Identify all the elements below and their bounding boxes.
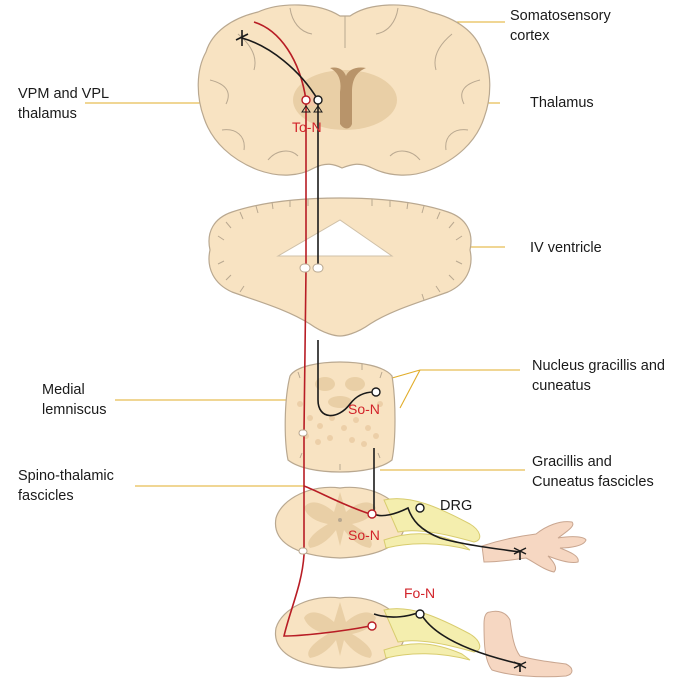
nucleus-gracillis-line1: Nucleus gracillis and [532,358,665,374]
so-n-medulla-label: So-N [348,401,380,417]
brain-coronal-section [197,4,491,176]
vpm-vpl-thalamus-label: VPM and VPL thalamus [18,84,109,124]
spino-thalamic-line1: Spino-thalamic [18,468,114,484]
gracillis-cuneatus-fascicles-label: Gracillis and Cuneatus fascicles [532,452,654,492]
nucleus-gracillis-label: Nucleus gracillis and cuneatus [532,356,665,396]
somatosensory-cortex-line1: Somatosensory [510,8,611,24]
medial-lemniscus-line1: Medial [42,382,85,398]
vpm-vpl-line1: VPM and VPL [18,86,110,102]
hand-illustration [481,521,587,573]
lumbar-spinal-cord [274,596,481,669]
vpm-vpl-line2: thalamus [18,106,77,122]
fo-n-label: Fo-N [404,585,435,601]
gracillis-cuneatus-line2: Cuneatus fascicles [532,474,654,490]
medial-lemniscus-line2: lemniscus [42,402,107,418]
drg-label: DRG [440,498,473,514]
neuron-cell-bodies [298,95,527,669]
brainstem-section [208,197,472,337]
somatosensory-cortex-label: Somatosensory cortex [510,6,611,46]
iv-ventricle-label: IV ventricle [530,240,602,256]
nucleus-gracillis-line2: cuneatus [532,378,591,394]
foot-illustration [483,610,573,678]
spino-thalamic-label: Spino-thalamic fascicles [18,466,114,506]
spino-thalamic-line2: fascicles [18,488,74,504]
so-n-cord-label: So-N [348,527,380,543]
gracillis-cuneatus-line1: Gracillis and [532,454,612,470]
thalamus-label: Thalamus [530,95,594,111]
to-n-label: To-N [292,119,322,135]
medulla-section [284,361,396,473]
somatosensory-cortex-line2: cortex [510,28,550,44]
medial-lemniscus-label: Medial lemniscus [42,380,106,420]
